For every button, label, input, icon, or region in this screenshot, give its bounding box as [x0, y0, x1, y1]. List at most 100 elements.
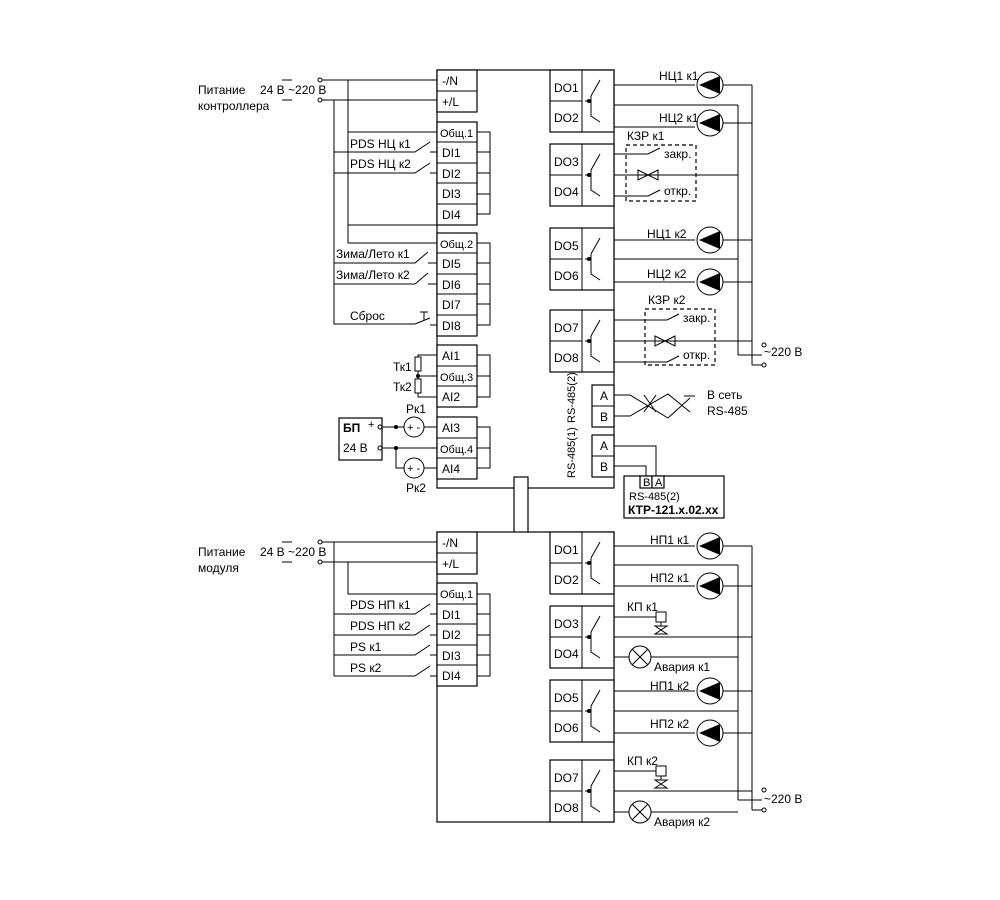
svg-text:+ -: + - [407, 463, 420, 475]
terminal-label: DI2 [442, 628, 461, 642]
supply-label: 24 В ~220 В [260, 545, 326, 559]
module-right-labels: DO1 DO2 DO3 DO4 DO5 DO6 DO7 DO8 [554, 543, 579, 815]
output-label: НП2 к1 [650, 571, 690, 585]
output-label: КП к2 [627, 754, 658, 768]
power-label: Питание [198, 545, 246, 559]
terminal-label: +/L [442, 95, 459, 109]
input-label: PDS НП к2 [350, 619, 411, 633]
power-label: Питание [198, 83, 246, 97]
terminal-label: +/L [442, 557, 459, 571]
terminal-label: DI2 [442, 167, 461, 181]
controller-relay-contacts [585, 79, 601, 363]
output-label: НЦ2 к1 [659, 111, 699, 125]
controller-internal-inputs [477, 131, 491, 469]
terminal-label: B [600, 410, 608, 424]
rs485-network: В сеть RS-485 [614, 388, 748, 476]
terminal-label: DO8 [554, 801, 579, 815]
input-label: PDS НЦ к2 [350, 157, 411, 171]
module-outputs: НП1 к1 НП2 к1 КП к1 Авария к1 НП1 к2 НП2… [614, 532, 802, 829]
psu-label: БП [343, 421, 360, 435]
terminal-label: DO4 [554, 185, 579, 199]
input-label: PDS НЦ к1 [350, 137, 411, 151]
terminal-label: DI1 [442, 608, 461, 622]
output-label: откр. [664, 184, 691, 198]
ac-label: ~220 В [764, 792, 802, 806]
output-label: НЦ1 к2 [647, 227, 687, 241]
psu-block: БП 24 В + [338, 417, 398, 461]
device-terminal: B [643, 477, 650, 489]
terminal-label: AI1 [442, 349, 460, 363]
ktr-device: B A RS-485(2) КТР-121.х.02.хх [623, 475, 725, 519]
controller-power: Питание контроллера 24 В ~220 В [198, 77, 437, 325]
module-left-labels: -/N +/L Общ.1 DI1 DI2 DI3 DI4 [440, 536, 473, 683]
controller-left-terminals [436, 69, 478, 480]
output-label: КЗР к1 [627, 129, 665, 143]
terminal-label: DO6 [554, 269, 579, 283]
module-right-terminals [549, 531, 615, 823]
output-label: закр. [683, 311, 710, 325]
terminal-label: DI3 [442, 187, 461, 201]
controller-right-terminals [549, 69, 615, 478]
power-label: модуля [198, 561, 239, 575]
terminal-label: DO5 [554, 239, 579, 253]
controller-right-labels: DO1 DO2 DO3 DO4 DO5 DO6 DO7 DO8 A B A B … [554, 81, 608, 478]
device-port: RS-485(2) [629, 491, 680, 503]
output-label: НЦ1 к1 [659, 69, 699, 83]
terminal-label: DO2 [554, 573, 579, 587]
network-label: RS-485 [707, 404, 748, 418]
terminal-label: DO7 [554, 321, 579, 335]
terminal-label: DO6 [554, 721, 579, 735]
network-label: В сеть [707, 388, 742, 402]
terminal-label: DI4 [442, 669, 461, 683]
terminal-label: DO8 [554, 351, 579, 365]
terminal-label: DI3 [442, 649, 461, 663]
device-name: КТР-121.х.02.хх [628, 503, 719, 517]
controller-sensors: Тк1 Тк2 Рк1 Рк2 + - + - [382, 354, 437, 495]
terminal-label: DI5 [442, 257, 461, 271]
module-left-terminals [436, 531, 491, 687]
supply-label: 24 В ~220 В [260, 83, 326, 97]
input-label: Сброс [350, 309, 385, 323]
terminal-label: DO5 [554, 691, 579, 705]
terminal-label: DO1 [554, 543, 579, 557]
terminal-label: DI6 [442, 278, 461, 292]
terminal-label: DO2 [554, 111, 579, 125]
device-terminal: A [655, 477, 663, 489]
terminal-label: AI2 [442, 390, 460, 404]
terminal-label: AI4 [442, 462, 460, 476]
input-label: PS к1 [350, 640, 382, 654]
input-label: PDS НП к1 [350, 598, 411, 612]
module-digital-inputs: PDS НП к1 PDS НП к2 PS к1 PS к2 [334, 598, 437, 677]
sensor-label: Рк2 [406, 481, 426, 495]
rs485-1-label: RS-485(1) [566, 427, 578, 478]
sensor-label: Тк2 [393, 380, 412, 394]
terminal-label: DO3 [554, 155, 579, 169]
output-label: откр. [683, 348, 710, 362]
terminal-label: Общ.3 [440, 372, 473, 384]
input-label: Зима/Лето к2 [336, 268, 410, 282]
terminal-label: DI8 [442, 319, 461, 333]
terminal-label: DI7 [442, 298, 461, 312]
controller-outputs: НЦ1 к1 НЦ2 к1 КЗР к1 закр. откр. НЦ1 к2 … [614, 69, 802, 368]
terminal-label: A [600, 439, 608, 453]
psu-voltage: 24 В [343, 441, 368, 455]
terminal-label: Общ.1 [440, 128, 473, 140]
output-label: КП к1 [627, 600, 658, 614]
terminal-label: DI1 [442, 146, 461, 160]
sensor-label: Тк1 [393, 360, 412, 374]
terminal-label: DO1 [554, 81, 579, 95]
terminal-label: -/N [442, 536, 458, 550]
terminal-label: DO4 [554, 647, 579, 661]
svg-text:+: + [368, 419, 374, 431]
power-label: контроллера [198, 99, 270, 113]
output-label: НП1 к2 [650, 679, 690, 693]
terminal-label: B [600, 460, 608, 474]
output-label: Авария к1 [654, 660, 710, 674]
terminal-label: DI4 [442, 208, 461, 222]
controller-left-labels: -/N +/L Общ.1 DI1 DI2 DI3 DI4 Общ.2 DI5 … [440, 74, 473, 476]
svg-text:+ -: + - [407, 422, 420, 434]
terminal-label: Общ.1 [440, 589, 473, 601]
output-label: НЦ2 к2 [647, 267, 687, 281]
terminal-label: DO7 [554, 771, 579, 785]
